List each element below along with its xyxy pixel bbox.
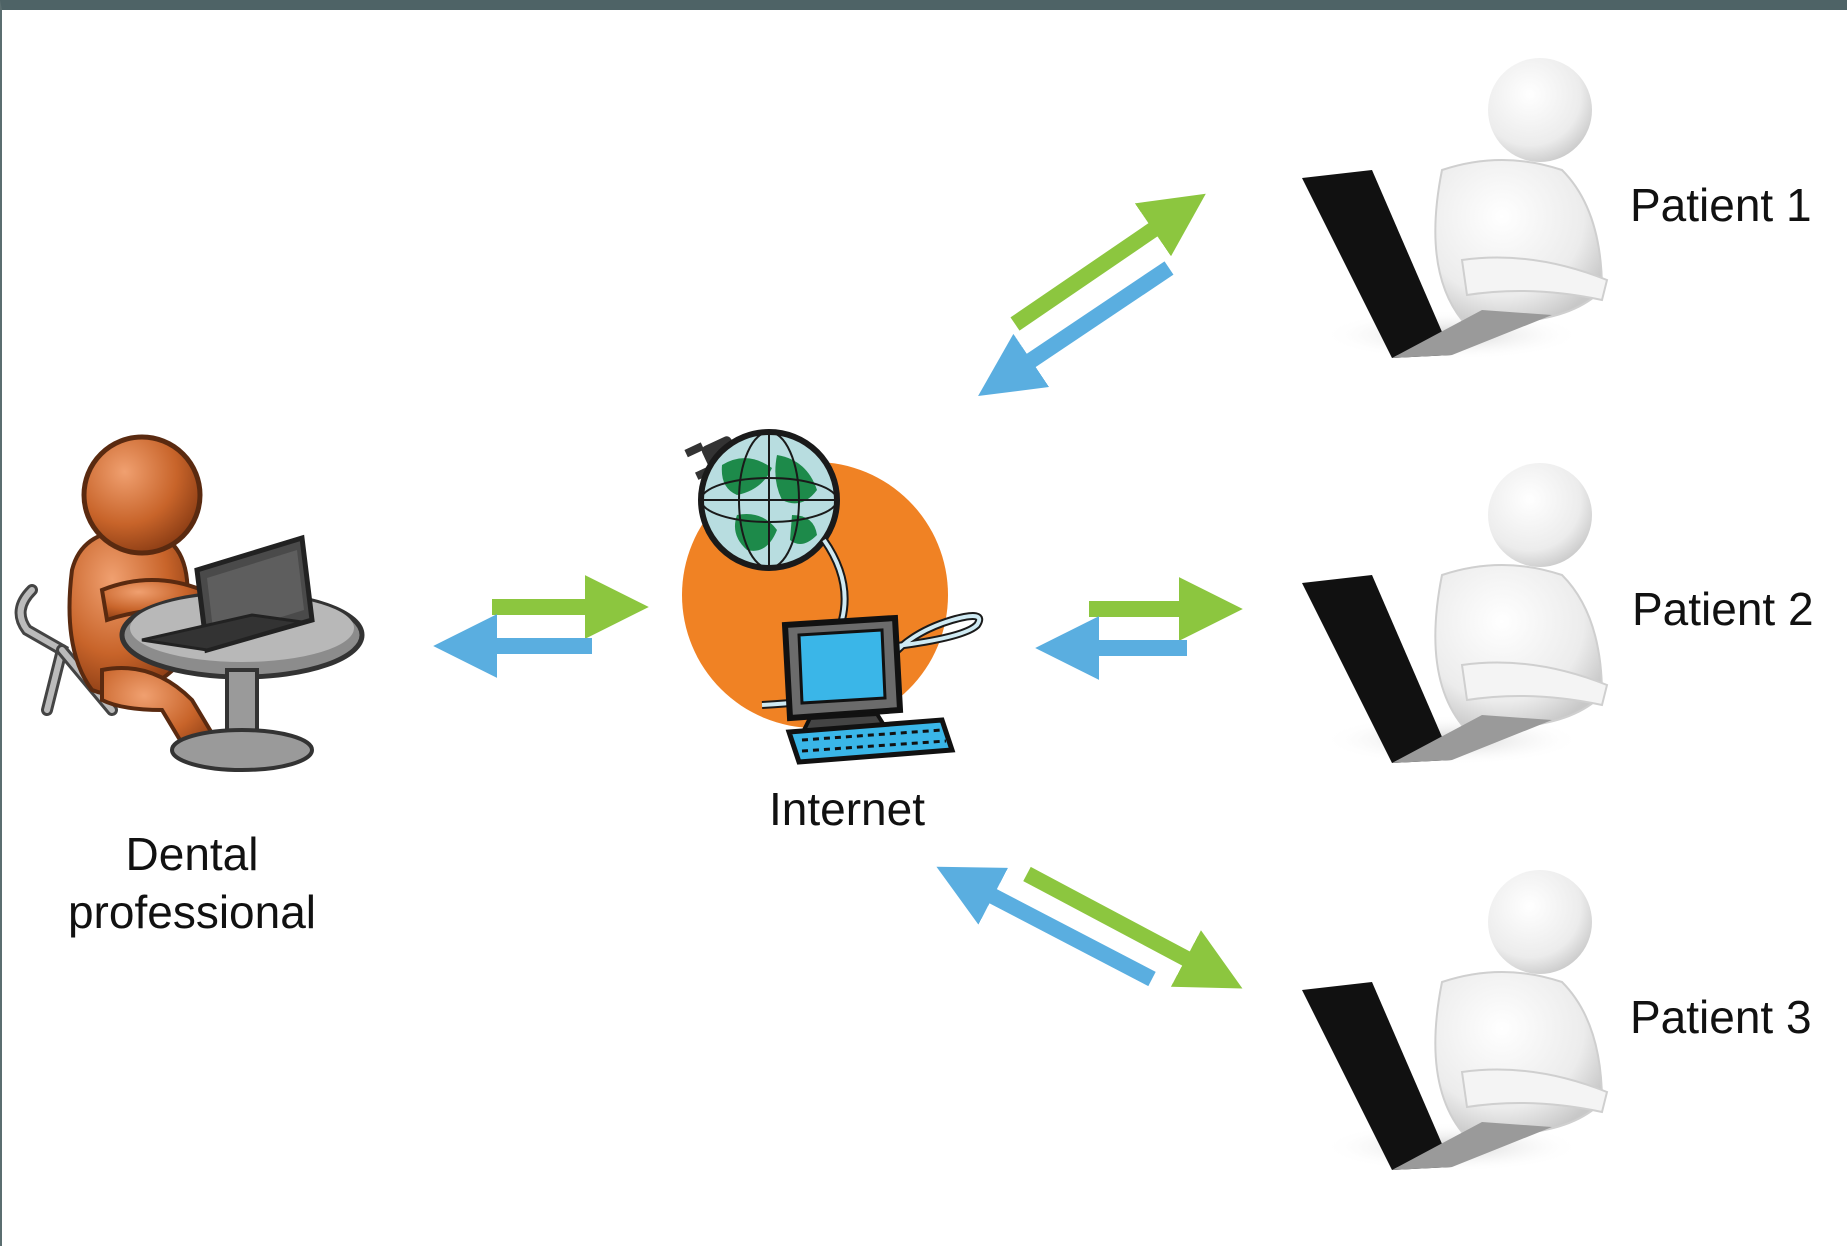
arrows: [433, 193, 1243, 989]
patient3-label: Patient 3: [1630, 991, 1812, 1043]
keyboard-icon: [785, 717, 956, 765]
dentist-icon: [14, 434, 365, 772]
computer-monitor-icon: [781, 614, 904, 737]
internet-icon: [682, 429, 984, 765]
patient2-icon: [1302, 463, 1609, 765]
arrow-patient1-to-internet: [978, 261, 1174, 397]
arrow-internet-to-patient3: [1023, 866, 1243, 989]
internet-label: Internet: [769, 783, 925, 835]
patient3-icon: [1302, 870, 1609, 1172]
arrow-patient3-to-internet: [936, 866, 1156, 987]
globe-icon: [698, 429, 840, 571]
patient1-icon: [1302, 58, 1609, 360]
arrow-internet-to-patient1: [1010, 193, 1206, 331]
patient1-label: Patient 1: [1630, 179, 1812, 231]
dental-professional-label: Dental professional: [67, 828, 317, 938]
patient2-label: Patient 2: [1632, 583, 1814, 635]
